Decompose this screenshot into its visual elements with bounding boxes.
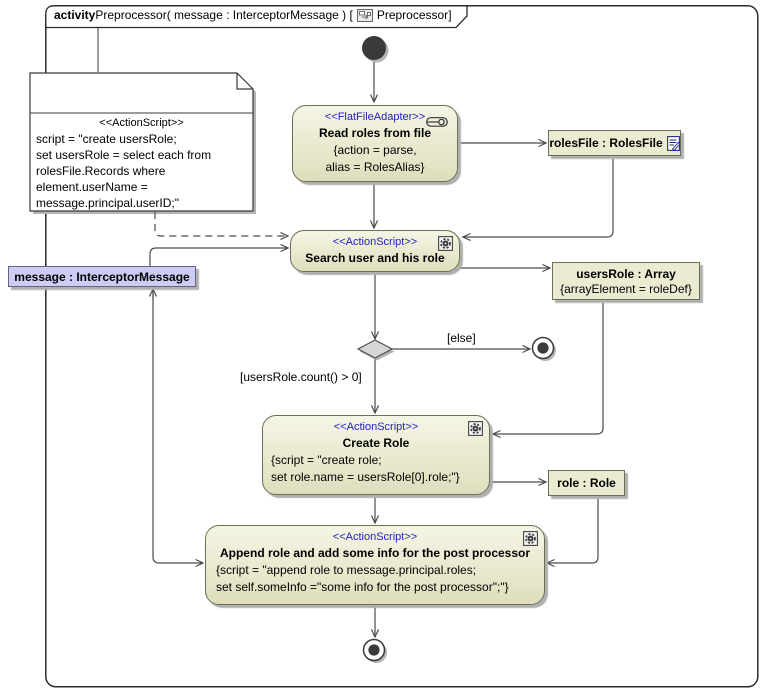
action-stereotype: <<ActionScript>> (332, 531, 418, 543)
guard-else-label[interactable]: [else] (447, 331, 476, 345)
object-rolesfile[interactable]: rolesFile : RolesFile (548, 130, 681, 156)
file-document-icon (666, 135, 680, 151)
action-create-role[interactable]: <<ActionScript>> Create Role {script = "… (262, 415, 490, 495)
flow-final-node[interactable] (531, 336, 557, 362)
action-name: Read roles from file (318, 126, 432, 140)
frame-diagram-name: Preprocessor (376, 8, 449, 22)
object-name: message : InterceptorMessage (14, 269, 190, 284)
frame-close-bracket: ] (448, 8, 452, 22)
diagram-icon (356, 8, 373, 22)
edge-usersrole-to-createrole[interactable] (493, 300, 604, 434)
edge-message-append-trunk[interactable] (152, 287, 203, 563)
flat-file-adapter-icon (426, 114, 448, 132)
action-read-roles-from-file[interactable]: <<FlatFileAdapter>> Read roles from file… (292, 105, 458, 182)
action-name: Append role and add some info for the po… (219, 546, 531, 560)
object-name: role : Role (557, 476, 616, 490)
frame-title-text: Preprocessor( message : InterceptorMessa… (95, 8, 350, 22)
guard-count-label[interactable]: [usersRole.count() > 0] (240, 370, 362, 384)
frame-open-bracket: [ (349, 8, 353, 22)
action-name: Create Role (342, 436, 410, 450)
action-search-user[interactable]: <<ActionScript>> Search user and his rol… (290, 230, 460, 272)
object-prop: {arrayElement = roleDef} (560, 281, 692, 296)
action-prop: set self.someInfo ="some info for the po… (216, 580, 509, 594)
action-prop: set role.name = usersRole[0].role;"} (271, 470, 460, 484)
action-prop: {action = parse, (333, 143, 417, 157)
note-line-4: element.userName = (36, 180, 148, 194)
initial-node[interactable] (362, 36, 389, 63)
action-stereotype: <<ActionScript>> (333, 421, 419, 433)
object-message[interactable]: message : InterceptorMessage (8, 266, 196, 287)
frame-title: activity Preprocessor( message : Interce… (54, 8, 452, 22)
action-prop: {script = "append role to message.princi… (216, 563, 477, 577)
note-line-3: rolesFile.Records where (36, 164, 166, 178)
object-usersrole[interactable]: usersRole : Array {arrayElement = roleDe… (552, 262, 700, 300)
script-gear-icon (523, 531, 538, 551)
action-name: Search user and his role (305, 251, 445, 265)
script-gear-icon (438, 236, 453, 256)
edge-role-to-append[interactable] (547, 496, 599, 563)
edge-rolesfile-to-search[interactable] (463, 156, 614, 237)
object-name: usersRole : Array (576, 266, 676, 281)
note-line-2: set usersRole = select each from (36, 148, 212, 162)
note-line-5: message.principal.userID;" (36, 196, 179, 210)
action-prop: {script = "create role; (271, 453, 382, 467)
object-role[interactable]: role : Role (548, 470, 625, 496)
edge-message-to-search[interactable] (149, 248, 288, 266)
note-line-1: script = "create usersRole; (36, 132, 177, 146)
decision-node[interactable] (356, 339, 395, 361)
action-append-role[interactable]: <<ActionScript>> Append role and add som… (205, 525, 545, 605)
note-stereotype: <<ActionScript>> (99, 117, 184, 129)
edge-note-to-search-dashed[interactable] (154, 212, 288, 236)
frame-keyword: activity (54, 8, 96, 22)
action-stereotype: <<FlatFileAdapter>> (324, 111, 426, 123)
action-stereotype: <<ActionScript>> (332, 236, 418, 248)
script-gear-icon (468, 421, 483, 441)
activity-final-node[interactable] (362, 638, 388, 664)
object-name: rolesFile : RolesFile (549, 136, 663, 150)
action-prop: alias = RolesAlias} (325, 160, 425, 174)
